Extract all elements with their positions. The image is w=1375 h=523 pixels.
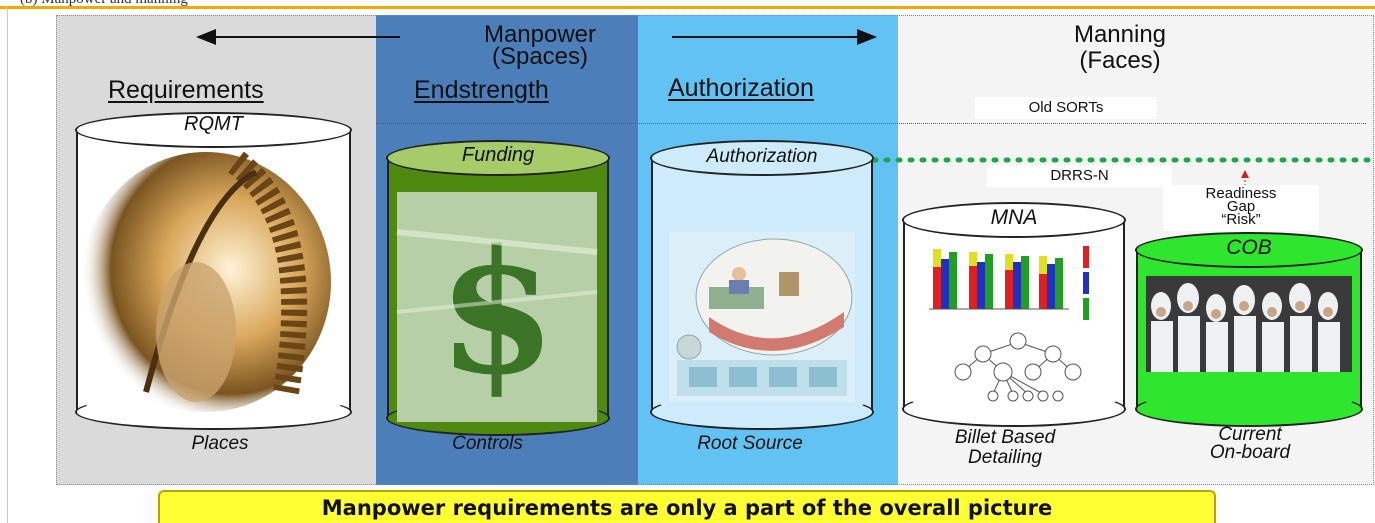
- current-line-1: Current: [1218, 424, 1282, 445]
- authorization-cylinder-label: Authorization: [706, 146, 818, 167]
- readiness-gap-label: Readiness Gap “Risk”: [1163, 185, 1319, 231]
- mna-cylinder: MNA: [902, 202, 1126, 427]
- manpower-header: Manpower (Spaces): [440, 21, 640, 70]
- funding-cylinder: $ Funding: [386, 140, 610, 436]
- places-label: Places: [191, 433, 249, 454]
- funding-label: Funding: [461, 144, 535, 166]
- sailors-image: [1146, 276, 1352, 372]
- top-rule: [0, 6, 1375, 9]
- summary-banner: Manpower requirements are only a part of…: [158, 490, 1216, 523]
- manpower-sublabel: (Spaces): [491, 43, 589, 70]
- figure-caption: (b) Manpower and manning: [20, 0, 188, 8]
- bar-chart-image: [929, 246, 1089, 320]
- billet-line-2: Detailing: [968, 447, 1042, 468]
- manning-header: Manning (Faces): [1020, 22, 1220, 74]
- readiness-line-2: Gap: [1226, 198, 1256, 215]
- dollar-image: $: [396, 192, 598, 422]
- manpower-label: Manpower: [483, 21, 597, 48]
- manning-sublabel: (Faces): [1079, 47, 1161, 74]
- endstrength-title: Endstrength: [414, 76, 549, 104]
- office-image: [669, 232, 855, 402]
- authorization-title: Authorization: [668, 74, 814, 102]
- rqmt-label: RQMT: [184, 113, 243, 135]
- readiness-line-1: Readiness: [1205, 185, 1277, 202]
- old-sorts-label: Old SORTs: [975, 97, 1157, 119]
- readiness-line-3: “Risk”: [1221, 211, 1261, 228]
- mna-label: MNA: [990, 206, 1038, 229]
- current-onboard-label: Current On-board: [1165, 424, 1335, 463]
- cob-label: COB: [1226, 236, 1272, 259]
- diagram-frame: [56, 15, 1374, 485]
- current-line-2: On-board: [1209, 442, 1291, 463]
- old-sorts-line: [376, 123, 1366, 124]
- billet-line-1: Billet Based: [954, 427, 1056, 448]
- rqmt-cylinder: RQMT: [75, 112, 352, 430]
- drrs-dotted-line: [871, 157, 1375, 163]
- manning-label: Manning: [1073, 21, 1167, 48]
- controls-label: Controls: [452, 433, 523, 454]
- authorization-cylinder: Authorization: [650, 140, 874, 430]
- org-tree-image: [954, 332, 1082, 402]
- cob-cylinder: COB: [1135, 232, 1363, 427]
- left-rule: [7, 6, 8, 523]
- drrs-label: DRRS-N: [987, 165, 1172, 187]
- root-source-label: Root Source: [697, 433, 803, 454]
- requirements-title: Requirements: [108, 76, 264, 104]
- billet-based-detailing-label: Billet Based Detailing: [910, 428, 1100, 468]
- gear-image: [81, 151, 331, 412]
